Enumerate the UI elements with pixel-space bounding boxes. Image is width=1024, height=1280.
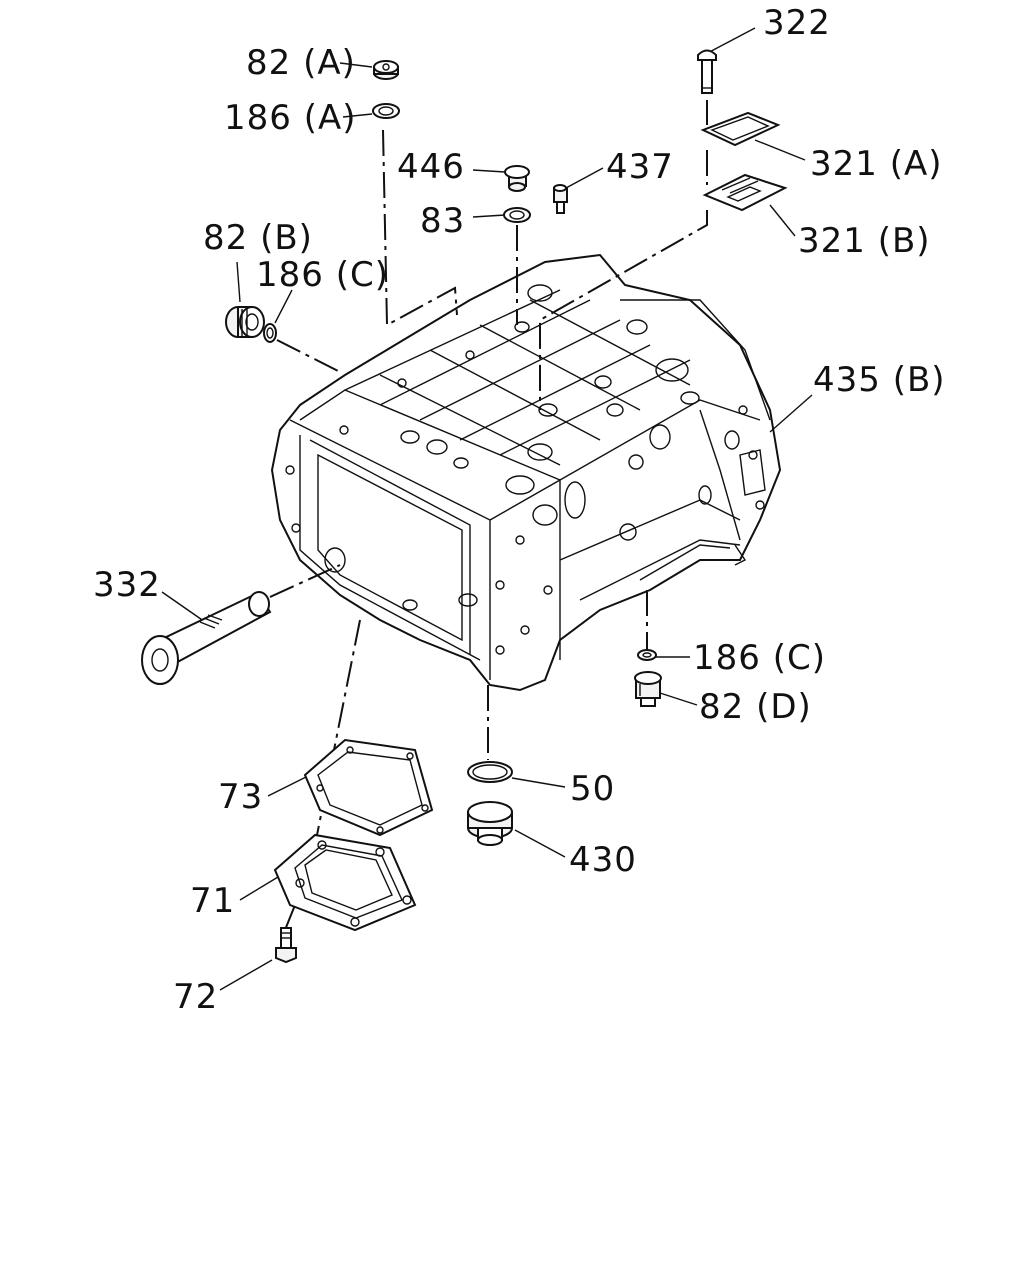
callout-430: 430 [569,840,637,880]
callout-leaders [161,27,813,991]
washer-186a [372,103,400,119]
callout-82d: 82 (D) [699,687,812,727]
gasket-73 [303,738,434,837]
callout-186c-right: 186 (C) [693,638,826,678]
callout-186c-top: 186 (C) [256,255,389,295]
callout-186a: 186 (A) [224,98,357,138]
washer-186c-top [263,323,277,343]
callout-50: 50 [570,769,616,809]
washer-186c-right [637,649,657,661]
callout-437: 437 [606,147,674,187]
callout-72: 72 [173,977,219,1017]
plug-446 [504,165,530,192]
switch-437 [553,184,568,214]
callout-435b: 435 (B) [813,360,946,400]
gasket-321a [700,111,781,147]
assembly-centerlines [269,100,708,931]
callout-82b: 82 (B) [203,218,313,258]
plug-82d [634,671,662,707]
callout-321b: 321 (B) [798,221,931,261]
washer-83 [503,207,531,223]
callout-71: 71 [190,881,236,921]
callout-82a: 82 (A) [246,43,356,83]
cover-71 [273,833,417,932]
transmission-case [270,253,782,692]
plug-430 [467,801,513,846]
callout-446: 446 [397,147,465,187]
bolt-322 [697,49,717,94]
shaft-332 [141,591,272,685]
callout-332: 332 [93,565,161,605]
oring-50 [467,761,513,783]
plug-82b [225,306,265,338]
callout-73: 73 [218,777,264,817]
plug-82a [373,60,399,80]
callout-321a: 321 (A) [810,144,943,184]
callout-83: 83 [420,201,466,241]
bolt-72 [275,927,297,964]
plate-321b [702,173,788,212]
callout-322: 322 [763,3,831,43]
